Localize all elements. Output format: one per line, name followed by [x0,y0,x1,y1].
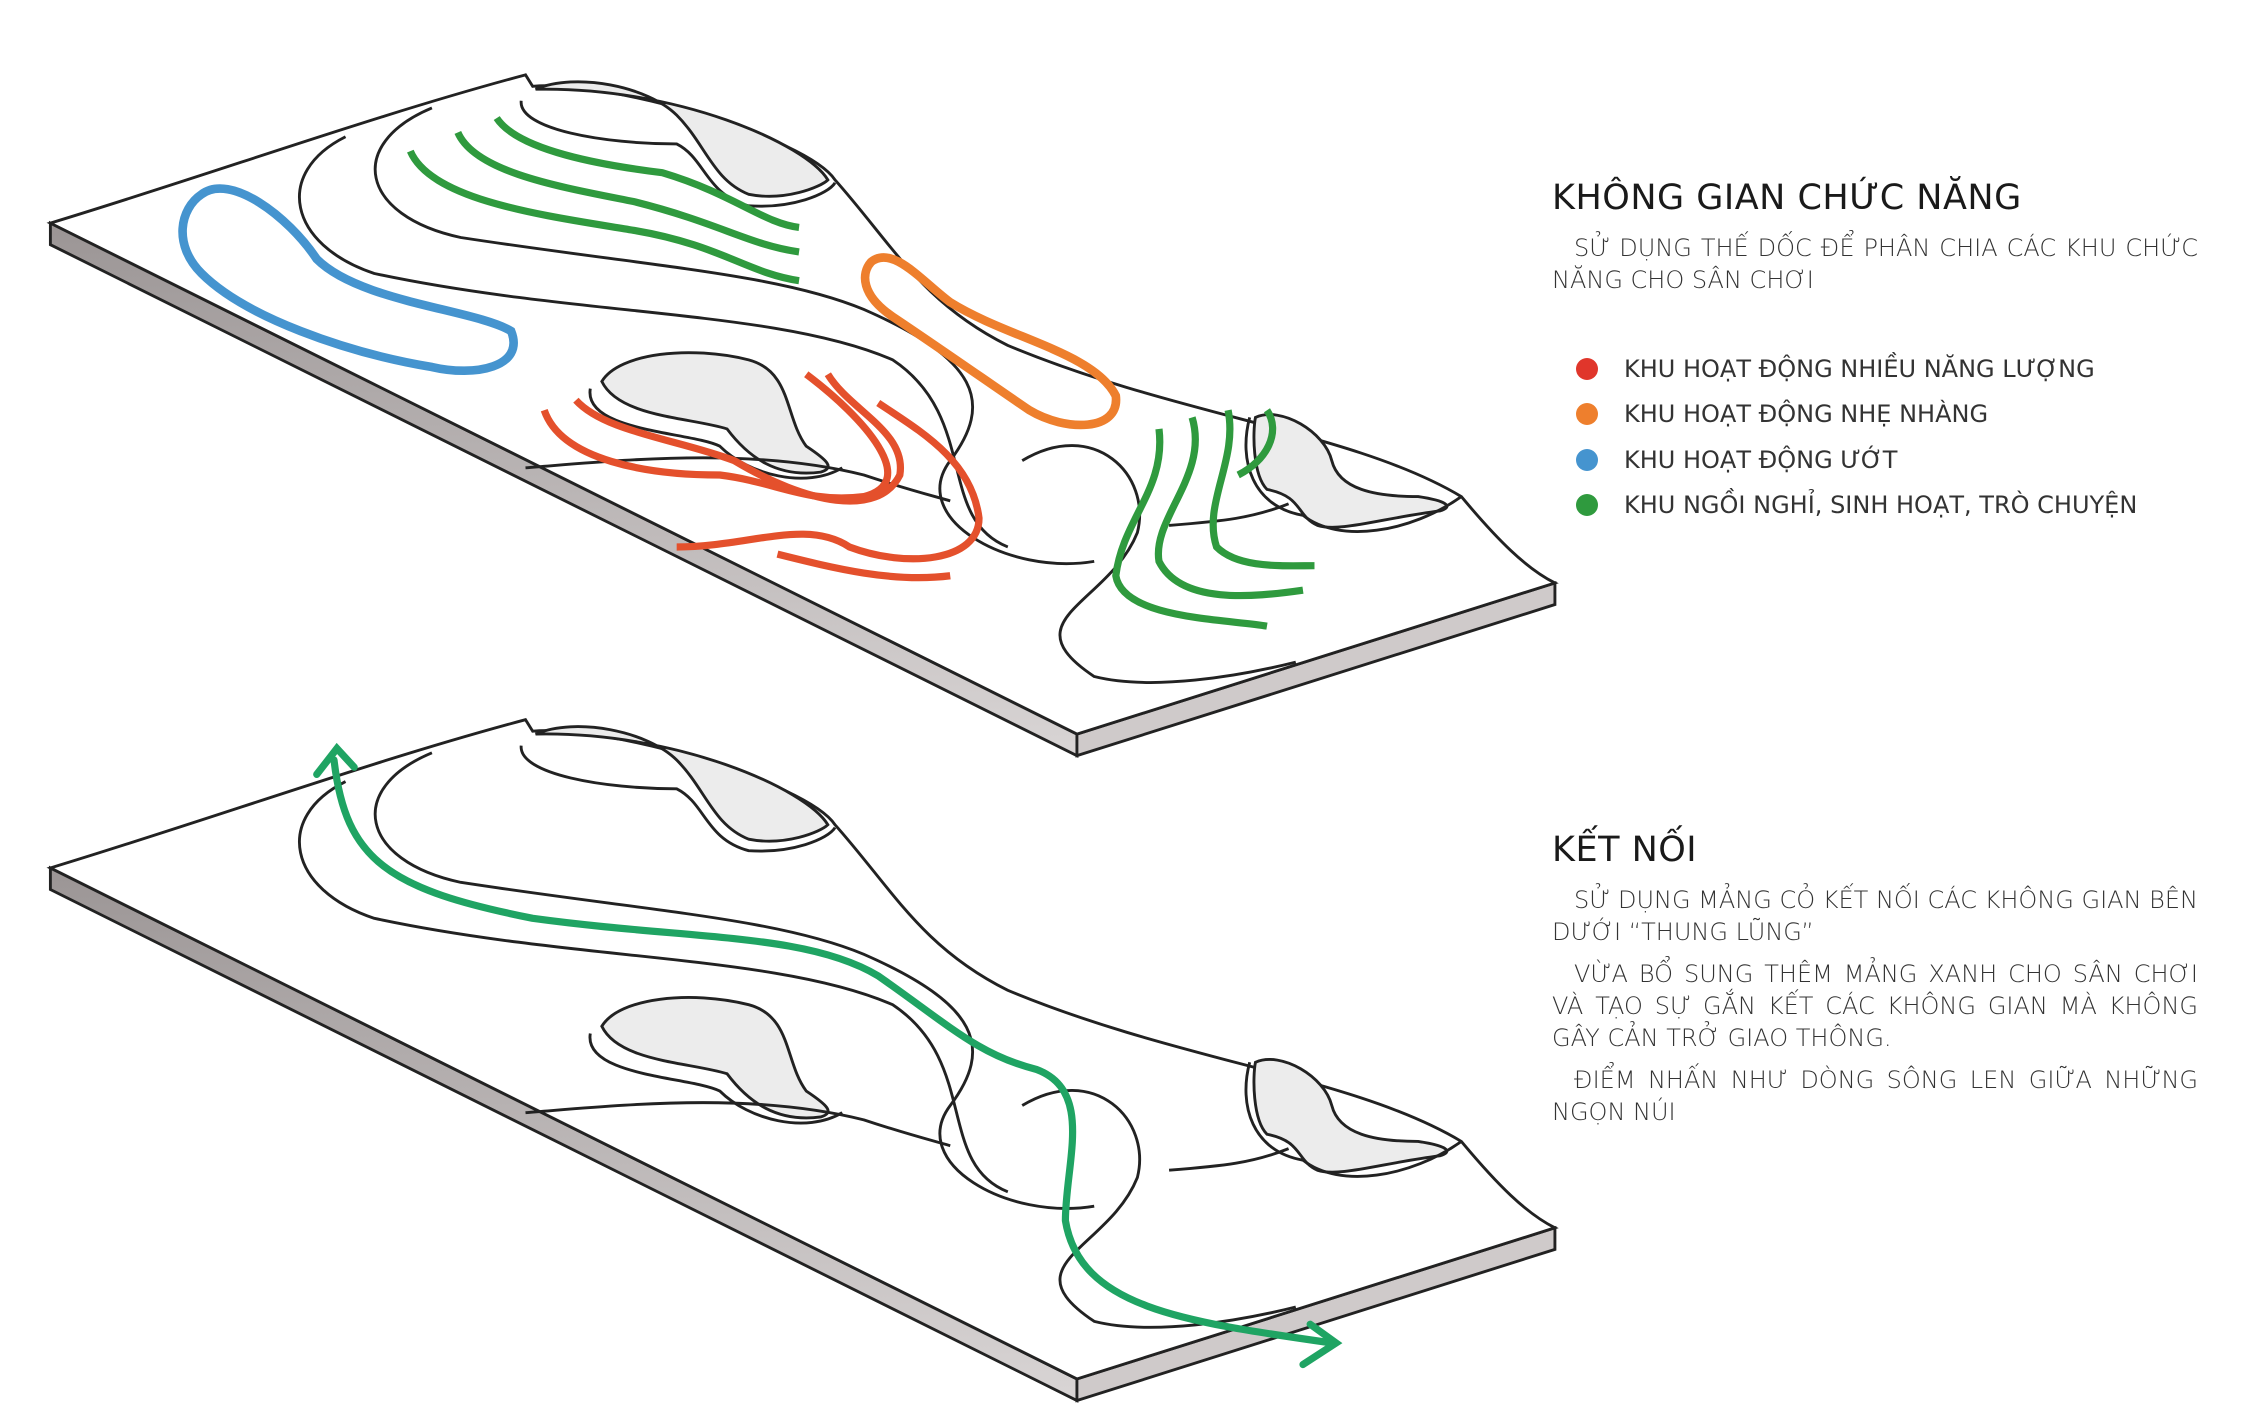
legend-item-rest: KHU NGỒI NGHỈ, SINH HOẠT, TRÒ CHUYỆN [1552,483,2198,529]
connection-paragraph: ĐIỂM NHẤN NHƯ DÒNG SÔNG LEN GIỮA NHỮNG N… [1552,1066,2198,1126]
green-path-arrow [313,742,1343,1369]
functional-space-description: SỬ DỤNG THẾ DỐC ĐỂ PHÂN CHIA CÁC KHU CHỨ… [1552,234,2198,294]
legend-item-high-energy: KHU HOẠT ĐỘNG NHIỀU NĂNG LƯỢNG [1552,346,2198,392]
functional-space-title: KHÔNG GIAN CHỨC NĂNG [1552,178,2022,218]
functional-zones-diagram [48,73,1557,758]
legend-label: KHU HOẠT ĐỘNG NHIỀU NĂNG LƯỢNG [1624,354,2095,383]
light-zone-orange [860,253,1121,430]
legend-label: KHU HOẠT ĐỘNG NHẸ NHÀNG [1624,400,1989,429]
legend-item-light: KHU HOẠT ĐỘNG NHẸ NHÀNG [1552,392,2198,438]
legend-label: KHU HOẠT ĐỘNG ƯỚT [1624,445,1898,474]
connection-paragraph: VỪA BỔ SUNG THÊM MẢNG XANH CHO SÂN CHƠI … [1552,960,2198,1052]
red-dot-icon [1576,357,1598,380]
rest-zone-green [407,115,1315,630]
connection-title: KẾT NỐI [1552,830,1698,870]
connection-diagram [48,718,1557,1402]
legend-label: KHU NGỒI NGHỈ, SINH HOẠT, TRÒ CHUYỆN [1624,491,2138,520]
functional-space-section: KHÔNG GIAN CHỨC NĂNG SỬ DỤNG THẾ DỐC ĐỂ … [1552,178,2198,528]
orange-dot-icon [1576,403,1598,426]
blue-dot-icon [1576,448,1598,471]
green-dot-icon [1576,494,1598,517]
zone-legend: KHU HOẠT ĐỘNG NHIỀU NĂNG LƯỢNG KHU HOẠT … [1552,346,2198,528]
wet-zone-blue [178,184,518,376]
connection-section: KẾT NỐI SỬ DỤNG MẢNG CỎ KẾT NỐI CÁC KHÔN… [1552,830,2198,1138]
legend-item-wet: KHU HOẠT ĐỘNG ƯỚT [1552,437,2198,483]
connection-paragraph: SỬ DỤNG MẢNG CỎ KẾT NỐI CÁC KHÔNG GIAN B… [1552,886,2199,946]
high-energy-zone-red [540,371,983,582]
